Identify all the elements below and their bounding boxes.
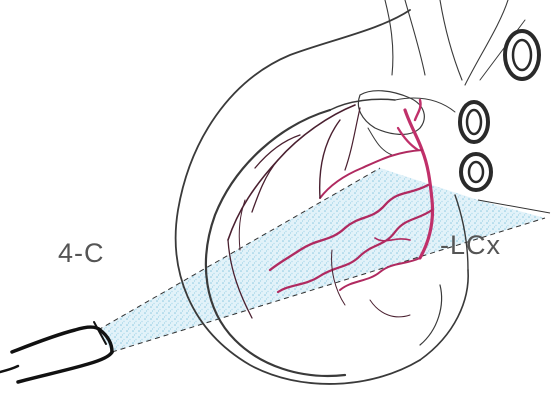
view-label-4c: 4-C (58, 238, 105, 269)
great-vessel-rings-icon (460, 31, 539, 190)
ultrasound-transducer-icon (0, 322, 112, 382)
vessel-label-lcx: -LCx (440, 230, 501, 261)
